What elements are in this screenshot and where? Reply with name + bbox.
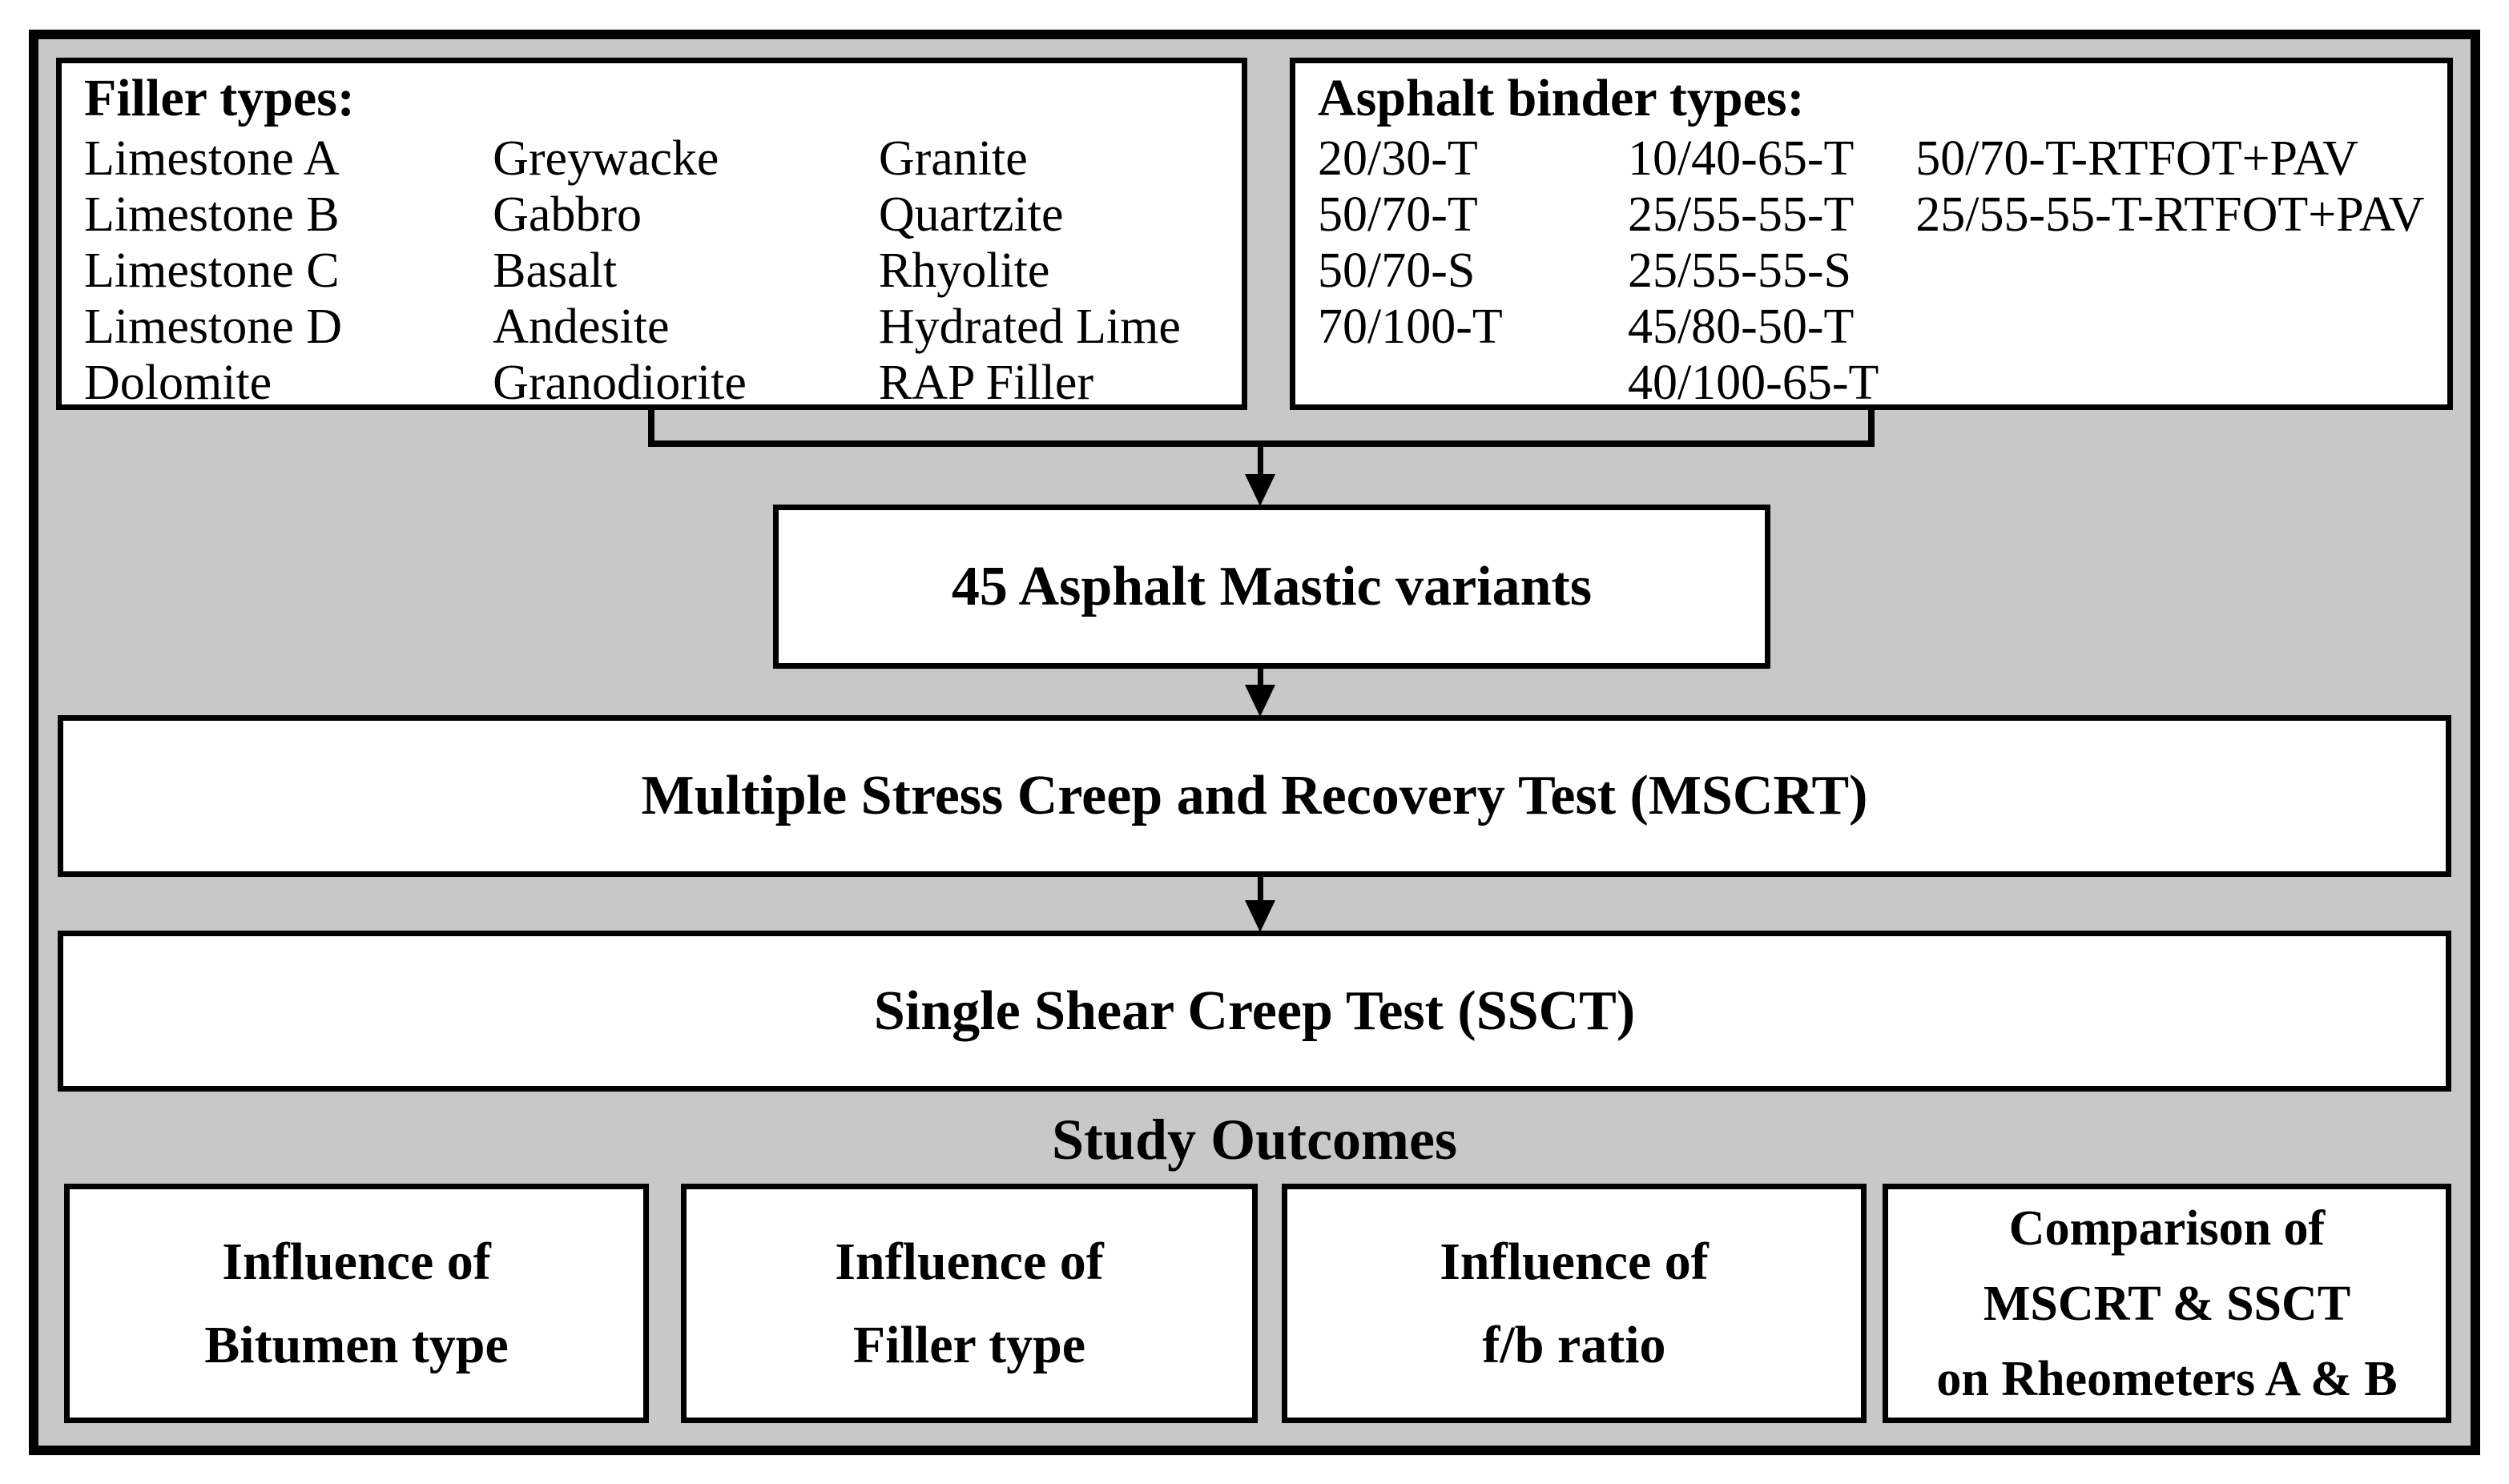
outcome-line: f/b ratio — [1482, 1315, 1666, 1374]
filler-item: Granodiorite — [493, 356, 747, 410]
mastic-variants-box: 45 Asphalt Mastic variants — [773, 505, 1770, 669]
outcome-box-fb-ratio: Influence of f/b ratio — [1282, 1184, 1867, 1423]
filler-item: Basalt — [493, 243, 618, 298]
filler-item: Limestone A — [84, 131, 340, 186]
filler-types-title: Filler types: — [84, 69, 355, 127]
arrow-to-mastic-line — [1258, 447, 1263, 481]
outcome-box-filler-type: Influence of Filler type — [681, 1184, 1258, 1423]
outcome-line: Bitumen type — [204, 1315, 509, 1374]
filler-item: Greywacke — [493, 131, 719, 186]
arrow-to-ssct-head-icon — [1245, 900, 1275, 932]
filler-item: Limestone C — [84, 243, 340, 298]
connector-merge-line — [648, 440, 1875, 447]
mastic-variants-label: 45 Asphalt Mastic variants — [951, 555, 1593, 617]
connector-stub-binder — [1868, 410, 1875, 447]
connector-stub-filler — [648, 410, 654, 447]
filler-item: Andesite — [493, 300, 670, 354]
binder-item: 25/55-55-T — [1627, 187, 1855, 242]
binder-item: 50/70-T-RTFOT+PAV — [1915, 131, 2358, 186]
outcome-line: Filler type — [852, 1315, 1086, 1374]
filler-item: Rhyolite — [878, 243, 1050, 298]
binder-item: 10/40-65-T — [1627, 131, 1855, 186]
outcome-box-rheometer-comparison: Comparison of MSCRT & SSCT on Rheometers A… — [1883, 1184, 2451, 1423]
binder-item: 50/70-S — [1318, 243, 1476, 298]
binder-item: 25/55-55-S — [1627, 243, 1851, 298]
arrow-to-ssct-line — [1258, 877, 1263, 903]
mscrt-box: Multiple Stress Creep and Recovery Test … — [58, 715, 2451, 877]
asphalt-binder-types-title: Asphalt binder types: — [1318, 69, 1805, 127]
ssct-label: Single Shear Creep Test (SSCT) — [873, 979, 1636, 1042]
binder-item: 25/55-55-T-RTFOT+PAV — [1915, 187, 2425, 242]
binder-item: 50/70-T — [1318, 187, 1478, 242]
mscrt-label: Multiple Stress Creep and Recovery Test … — [641, 765, 1868, 826]
outcome-line: Influence of — [1440, 1232, 1709, 1291]
filler-item: Gabbro — [493, 187, 642, 242]
outcome-line: Influence of — [835, 1232, 1104, 1291]
arrow-to-mscrt-line — [1258, 669, 1263, 691]
filler-item: Quartzite — [878, 187, 1064, 242]
filler-item: Dolomite — [84, 356, 272, 410]
arrow-to-mscrt-head-icon — [1245, 685, 1275, 717]
filler-item: Hydrated Lime — [878, 300, 1181, 354]
binder-item: 70/100-T — [1318, 300, 1503, 354]
binder-item: 20/30-T — [1318, 131, 1478, 186]
filler-item: Limestone B — [84, 187, 340, 242]
outcome-box-bitumen-type: Influence of Bitumen type — [64, 1184, 649, 1423]
outcome-line: Influence of — [222, 1232, 491, 1291]
filler-item: RAP Filler — [878, 356, 1094, 410]
binder-item: 40/100-65-T — [1627, 356, 1879, 410]
filler-item: Limestone D — [84, 300, 342, 354]
filler-item: Granite — [878, 131, 1028, 186]
outcome-line: Comparison of — [2008, 1200, 2326, 1256]
ssct-box: Single Shear Creep Test (SSCT) — [58, 931, 2451, 1092]
study-outcomes-heading: Study Outcomes — [1051, 1108, 1458, 1172]
binder-item: 45/80-50-T — [1627, 300, 1855, 354]
arrow-to-mastic-head-icon — [1245, 474, 1275, 506]
outcome-line: on Rheometers A & B — [1936, 1351, 2398, 1406]
outcome-line: MSCRT & SSCT — [1983, 1276, 2351, 1331]
